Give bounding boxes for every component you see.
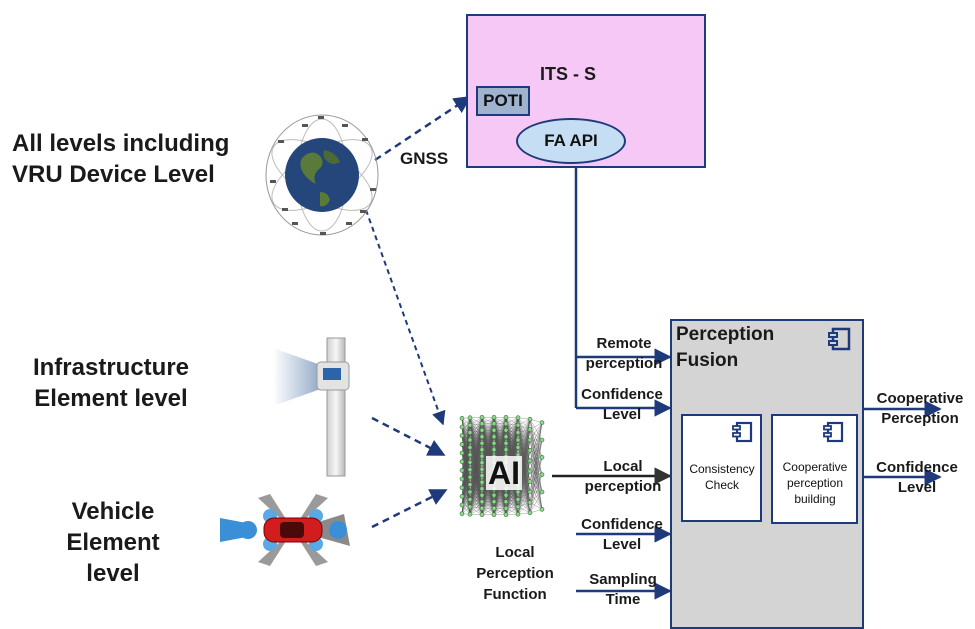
consistency-check-label: Consistency Check [684, 461, 760, 493]
fa-api-node: FA API [516, 118, 626, 164]
remote-perception-label: Remote perception [578, 334, 670, 374]
confidence-level-1-label: Confidence Level [574, 385, 670, 425]
component-icon [822, 421, 844, 443]
local-perception-function-caption: Local Perception Function [466, 542, 564, 605]
infrastructure-camera-icon [265, 328, 365, 478]
gnss-globe-icon [262, 110, 382, 240]
cooperative-building-label: Cooperative perception building [774, 459, 856, 507]
ai-label: AI [486, 456, 522, 490]
cooperative-perception-output-label: Cooperative Perception [866, 389, 974, 429]
vehicle-to-ai-link [372, 490, 446, 527]
infrastructure-to-ai-link [372, 418, 444, 455]
confidence-level-output-label: Confidence Level [866, 458, 968, 498]
component-icon [731, 421, 753, 443]
confidence-level-2-label: Confidence Level [574, 515, 670, 555]
its-s-title: ITS - S [540, 64, 596, 84]
vehicle-level-label: Vehicle Element level [38, 496, 188, 589]
sampling-time-label: Sampling Time [576, 570, 670, 610]
infrastructure-level-label: Infrastructure Element level [16, 352, 206, 414]
perception-fusion-title: Perception Fusion [676, 322, 796, 374]
gnss-label: GNSS [400, 149, 448, 169]
vehicle-sensors-icon [218, 490, 368, 570]
poti-box: POTI [476, 86, 530, 116]
globe-to-ai-link [366, 210, 443, 424]
local-perception-label: Local perception [576, 457, 670, 497]
all-levels-label: All levels including VRU Device Level [12, 128, 252, 190]
component-icon [826, 326, 852, 352]
